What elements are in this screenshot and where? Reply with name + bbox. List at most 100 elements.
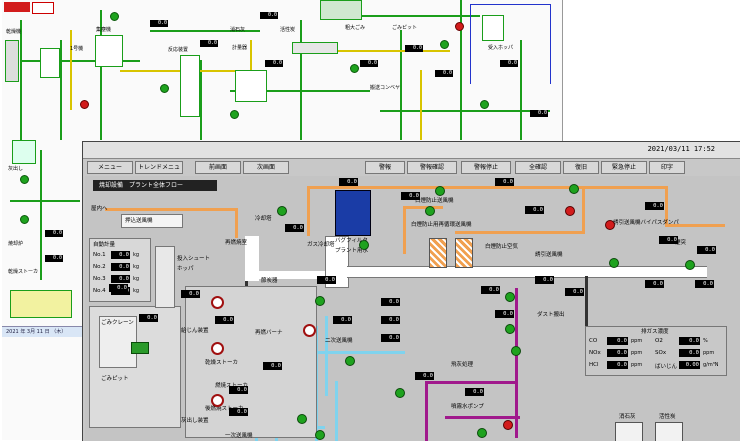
overview-value: 0.0 — [45, 230, 63, 237]
alarm-ack-button[interactable]: 警報確認 — [407, 161, 457, 174]
equipment-status-dot[interactable] — [565, 206, 575, 216]
equipment-status-dot[interactable] — [277, 206, 287, 216]
damper-icon[interactable] — [303, 324, 316, 337]
water-pump-label: 噴霧水ポンプ — [451, 404, 484, 410]
carbon-label: 活性炭 — [659, 414, 676, 420]
chemical-pipe — [425, 381, 515, 384]
equipment-status-dot[interactable] — [425, 206, 435, 216]
reading: 0.0 — [481, 286, 500, 294]
overview-status-dot — [160, 84, 169, 93]
reading: 0.0 — [285, 224, 304, 232]
prev-screen-button[interactable]: 前画面 — [195, 161, 241, 174]
gas-duct — [259, 271, 325, 279]
equipment-status-dot[interactable] — [569, 184, 579, 194]
ash-label: 灰出し装置 — [181, 418, 209, 424]
overview-status-dot — [80, 100, 89, 109]
overview-label: 灰出し — [8, 166, 24, 172]
overview-value: 0.0 — [200, 40, 218, 47]
air-pipe — [403, 206, 406, 254]
overview-value: 0.0 — [500, 60, 518, 67]
gas-row-value: 0.00 — [679, 361, 700, 369]
gas-row-unit: ppm — [631, 362, 643, 368]
equipment-status-dot[interactable] — [511, 346, 521, 356]
overview-date: 2021 年 3月 11 日 （木） — [6, 329, 67, 335]
post-stoker-label: 後燃焼ストーカ — [205, 406, 244, 412]
equipment-status-dot[interactable] — [297, 414, 307, 424]
reading: 0.0 — [697, 246, 716, 254]
overview-right-area — [563, 0, 740, 141]
damper-icon[interactable] — [211, 394, 224, 407]
equipment-status-dot[interactable] — [503, 420, 513, 430]
reading: 0.0 — [645, 202, 664, 210]
reading: 0.0 — [181, 290, 200, 298]
equipment-status-dot[interactable] — [315, 296, 325, 306]
air-pipe — [307, 186, 310, 236]
bldg-in-label: 屋内へ — [91, 206, 108, 212]
equipment-status-dot[interactable] — [505, 324, 515, 334]
overview-footer — [2, 326, 82, 337]
air-pipe — [105, 208, 235, 211]
overview-status-dot — [20, 175, 29, 184]
plant-water-label: プラント用水 — [335, 248, 369, 254]
damper-icon[interactable] — [211, 296, 224, 309]
dcs-window: 2021/03/11 17:52 メニュー トレンドメニュー 前画面 次画面 警… — [82, 141, 740, 441]
equipment-status-dot[interactable] — [609, 258, 619, 268]
air-pipe — [307, 186, 667, 189]
alarm-button[interactable]: 警報 — [365, 161, 405, 174]
overview-label: 1号機 — [70, 46, 84, 52]
equipment-status-dot[interactable] — [435, 186, 445, 196]
overview-value: 0.0 — [405, 45, 423, 52]
bag-filter — [335, 190, 371, 236]
overview-pipe — [470, 4, 550, 5]
equipment-status-dot[interactable] — [345, 356, 355, 366]
trend-menu-button[interactable]: トレンドメニュー — [135, 161, 183, 182]
pit-row-unit: kg — [133, 264, 140, 270]
fly-ash-label: 飛灰処理 — [451, 362, 474, 368]
reading: 0.0 — [659, 236, 678, 244]
air-pipe — [235, 208, 238, 238]
overview-pipe — [330, 50, 450, 52]
reading: 0.0 — [695, 280, 714, 288]
air-pipe — [582, 188, 585, 234]
print-button[interactable]: 印字 — [649, 161, 685, 174]
return-button[interactable]: 復旧 — [563, 161, 599, 174]
reading: 0.0 — [333, 316, 352, 324]
overview-value: 0.0 — [530, 110, 548, 117]
menu-button[interactable]: メニュー — [87, 161, 133, 174]
alarm-stop-button[interactable]: 警報停止 — [461, 161, 511, 174]
equipment-status-dot[interactable] — [477, 428, 487, 438]
next-screen-button[interactable]: 次画面 — [243, 161, 289, 174]
overview-pipe — [470, 4, 471, 84]
overview-label: 乾燥ストーカ — [8, 269, 39, 275]
equipment-status-dot[interactable] — [315, 430, 325, 440]
pit-row-unit: kg — [133, 252, 140, 258]
overview-pipe — [150, 30, 260, 32]
clock: 2021/03/11 17:52 — [647, 145, 715, 153]
equipment-status-dot[interactable] — [685, 260, 695, 270]
emergency-stop-button[interactable]: 緊急停止 — [601, 161, 647, 174]
overview-pipe — [60, 40, 62, 140]
primary-fan-label: 一次送風機 — [225, 433, 253, 439]
damper-icon[interactable] — [211, 342, 224, 355]
overview-pipe — [200, 60, 202, 140]
bag-filter-label: バグフィルタ — [335, 238, 368, 244]
dcs-title-bar: 2021/03/11 17:52 — [83, 142, 740, 159]
crane-hopper — [99, 316, 137, 368]
lime-label: 消石灰 — [619, 414, 636, 420]
reading: 0.0 — [381, 298, 400, 306]
reading: 0.0 — [229, 386, 248, 394]
equipment-status-dot[interactable] — [605, 220, 615, 230]
overview-pipe — [40, 150, 42, 280]
reading: 0.0 — [317, 276, 336, 284]
water-pipe — [325, 316, 328, 396]
equipment-status-dot[interactable] — [359, 240, 369, 250]
pit-row-unit: kg — [133, 288, 140, 294]
water-pipe — [275, 351, 405, 354]
crane-label: ごみクレーン — [101, 320, 134, 326]
overview-label: ごみピット — [392, 25, 418, 31]
pit-label: ごみピット — [101, 376, 129, 382]
all-ack-button[interactable]: 全確認 — [515, 161, 561, 174]
equipment-status-dot[interactable] — [395, 388, 405, 398]
equipment-status-dot[interactable] — [505, 292, 515, 302]
gas-row-name: HCl — [589, 362, 599, 368]
